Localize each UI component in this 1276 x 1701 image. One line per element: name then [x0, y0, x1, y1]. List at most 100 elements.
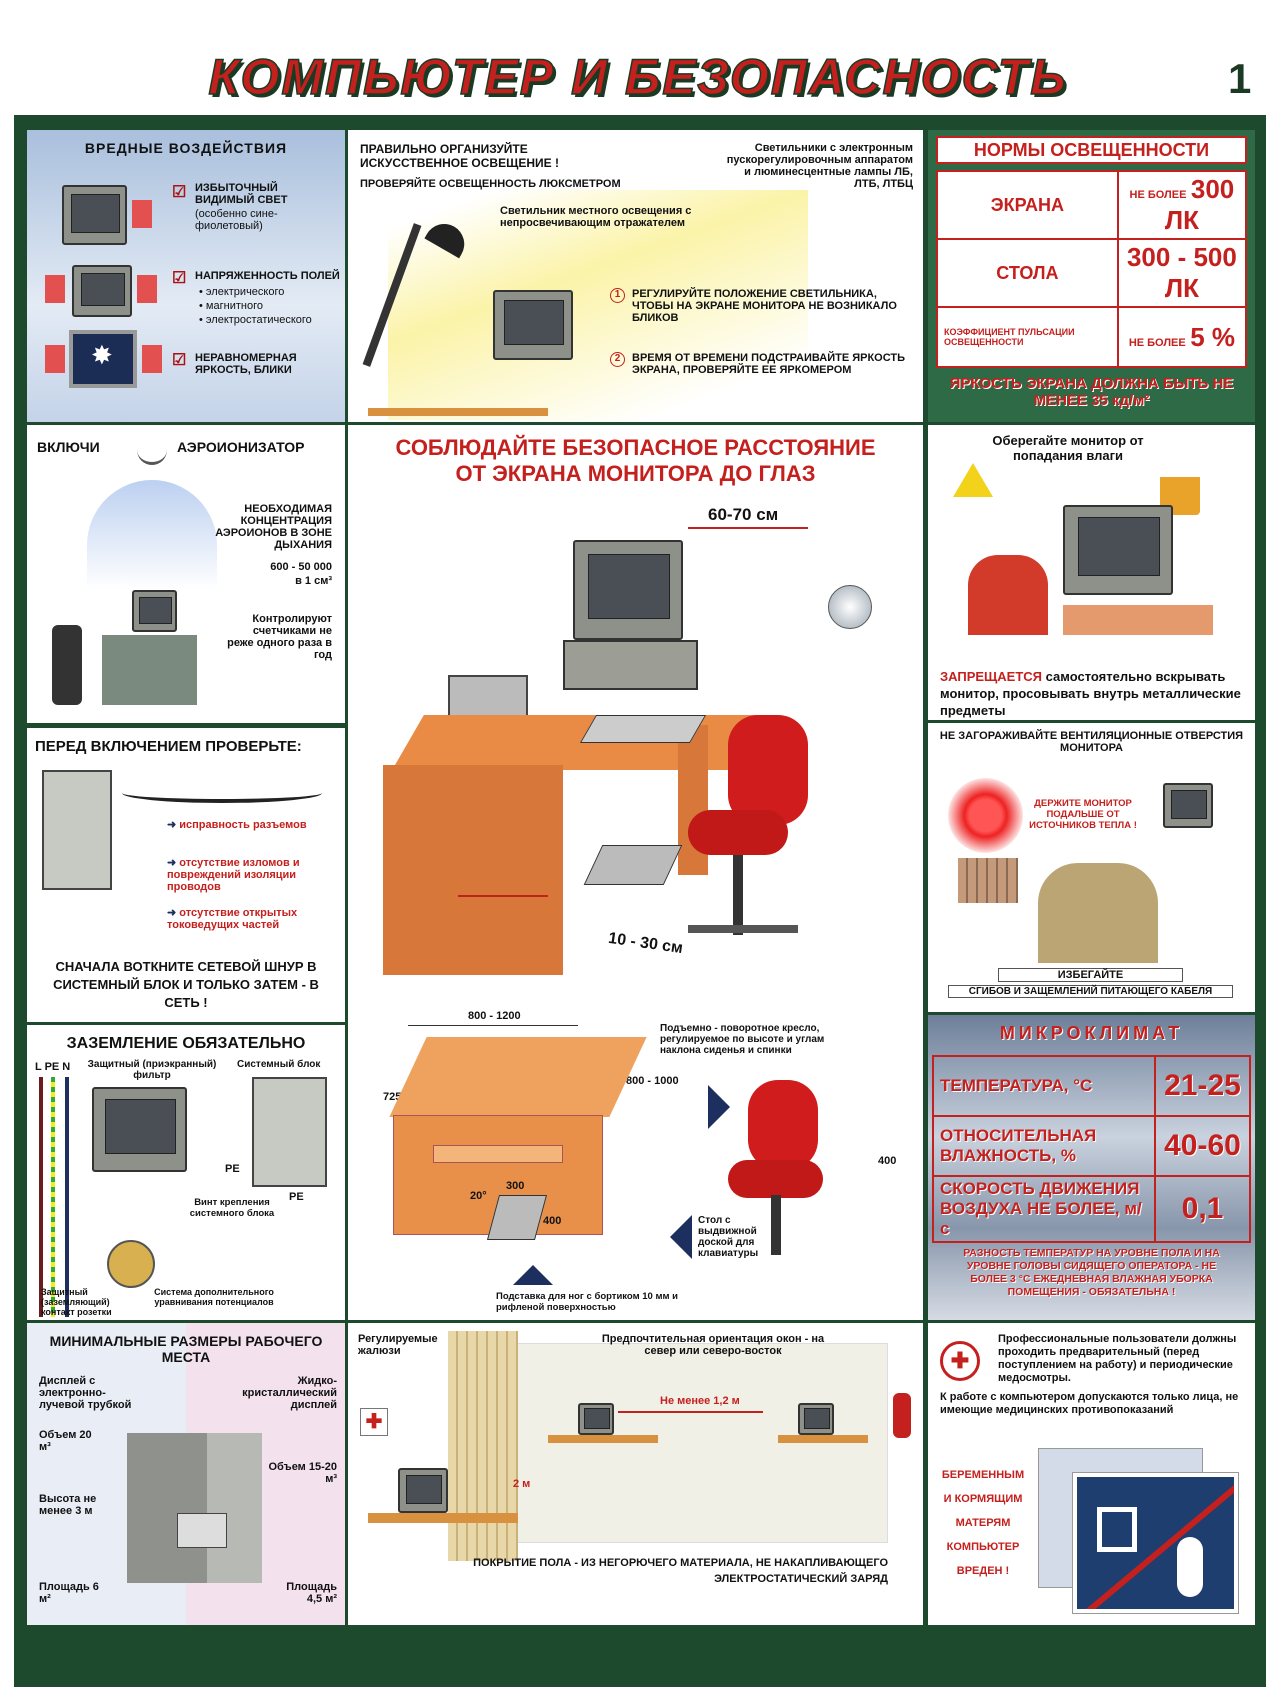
desk-top [392, 715, 764, 770]
ventilation-panel: НЕ ЗАГОРАЖИВАЙТЕ ВЕНТИЛЯЦИОННЫЕ ОТВЕРСТИ… [928, 723, 1255, 1012]
ionizer-icon [137, 435, 167, 465]
norm-label: СТОЛА [936, 238, 1119, 308]
harmful-item-2: НАПРЯЖЕННОСТЬ ПОЛЕЙ [195, 270, 340, 282]
norm-cell: НЕ БОЛЕЕ 5 % [1116, 306, 1248, 368]
medical-text-1: Профессиональные пользователи должны про… [998, 1333, 1237, 1384]
pointer-left-icon [670, 1215, 692, 1259]
desk-side [383, 765, 563, 975]
moisture-heading: Оберегайте монитор от попадания влаги [992, 433, 1144, 463]
room-wall-right [207, 1433, 262, 1583]
checkbox-icon: ☑ [172, 184, 187, 201]
gap2-label: 2 м [513, 1478, 531, 1490]
height-label: Высота не менее 3 м [39, 1493, 97, 1517]
climate-value: 40-60 [1154, 1115, 1251, 1177]
lighting-check: ПРОВЕРЯЙТЕ ОСВЕЩЕННОСТЬ ЛЮКСМЕТРОМ [360, 178, 621, 190]
arrow-icon: ➜ [167, 819, 177, 831]
gap-arrow [618, 1411, 763, 1413]
wire-pe [51, 1077, 55, 1317]
desk-depth-label: 800 - 1000 [626, 1075, 679, 1087]
pe-label: PE [225, 1163, 240, 1175]
arrow-right-icon [137, 275, 157, 303]
dimension-line [408, 1025, 578, 1026]
blinds-icon [448, 1331, 518, 1561]
bullet: магнитного [205, 300, 263, 312]
no-pregnant-sign-icon [1073, 1473, 1238, 1613]
climate-label: ТЕМПЕРАТУРА, °С [932, 1055, 1156, 1117]
monitor-icon [798, 1403, 834, 1435]
desk-icon [102, 635, 197, 705]
local-lamp-note: Светильник местного освещения с непросве… [500, 205, 692, 229]
chair-seat [688, 810, 788, 855]
safe-distance-panel: СОБЛЮДАЙТЕ БЕЗОПАСНОЕ РАССТОЯНИЕ ОТ ЭКРА… [348, 425, 923, 1320]
first-aid-icon: ✚ [360, 1408, 388, 1436]
heat-source-icon [948, 778, 1023, 853]
chair-sketch-back [748, 1080, 818, 1170]
check-footer: СНАЧАЛА ВОТКНИТЕ СЕТЕВОЙ ШНУР В СИСТЕМНЫ… [53, 959, 319, 1010]
vent-avoid-1: ИЗБЕГАЙТЕ [998, 968, 1183, 982]
pre-power-check-panel: ПЕРЕД ВКЛЮЧЕНИЕМ ПРОВЕРЬТЕ: ➜ исправност… [27, 728, 345, 1022]
pregnancy-warning: БЕРЕМЕННЫМ И КОРМЯЩИМ МАТЕРЯМ КОМПЬЮТЕР … [941, 1469, 1025, 1577]
screw-label: Винт крепления системного блока [189, 1197, 275, 1219]
workstation-icon [177, 1513, 227, 1548]
norm-label: КОЭФФИЦИЕНТ ПУЛЬСАЦИИ ОСВЕЩЕННОСТИ [936, 306, 1119, 368]
arrow-right-icon [142, 345, 162, 373]
room-layout-panel: Регулируемые жалюзи Предпочтительная ори… [348, 1323, 923, 1625]
moisture-panel: Оберегайте монитор от попадания влаги ЗА… [928, 425, 1255, 720]
monitor-icon [578, 1403, 614, 1435]
monitor-icon [72, 265, 132, 317]
norm-value: 300 ЛК [1164, 174, 1235, 235]
system-unit-icon [252, 1077, 327, 1187]
chair-base [688, 925, 798, 933]
ionizer-panel: ВКЛЮЧИ АЭРОИОНИЗАТОР НЕОБХОДИМАЯ КОНЦЕНТ… [27, 425, 345, 723]
gap-label: Не менее 1,2 м [660, 1395, 740, 1407]
workplace-heading: МИНИМАЛЬНЫЕ РАЗМЕРЫ РАБОЧЕГО МЕСТА [49, 1333, 323, 1365]
arrow-right-icon [132, 200, 152, 228]
forbidden-text: самостоятельно вскрывать монитор, просов… [940, 669, 1241, 718]
ionizer-label-right: АЭРОИОНИЗАТОР [177, 439, 305, 455]
norm-value: 300 - 500 ЛК [1116, 238, 1248, 308]
harmful-item-3: НЕРАВНОМЕРНАЯ ЯРКОСТЬ, БЛИКИ [195, 352, 297, 376]
system-unit-label: Системный блок [237, 1059, 321, 1070]
system-unit [563, 640, 698, 690]
monitor-icon [398, 1468, 448, 1513]
ionizer-control: Контролируют счетчиками не реже одного р… [227, 613, 332, 661]
norms-heading: НОРМЫ ОСВЕЩЕННОСТИ [936, 136, 1247, 164]
wire-n [65, 1077, 69, 1317]
climate-value: 21-25 [1154, 1055, 1251, 1117]
harmful-item-1-note: (особенно сине-фиолетовый) [195, 208, 278, 232]
bullet-row: • электрического [199, 286, 285, 298]
climate-label: СКОРОСТЬ ДВИЖЕНИЯ ВОЗДУХА НЕ БОЛЕЕ, м/с [932, 1175, 1156, 1243]
page-number: 1 [1228, 55, 1252, 102]
chair-sketch-stem [771, 1195, 781, 1255]
volume-lcd: Объем 15-20 м³ [268, 1461, 337, 1485]
footrest-angle-label: 20° [470, 1190, 487, 1202]
area-lcd: Площадь 4,5 м² [286, 1581, 337, 1605]
ionizer-unit: в 1 см³ [295, 575, 332, 587]
climate-value: 0,1 [1154, 1175, 1251, 1243]
power-cord-icon [122, 783, 322, 803]
ground-heading: ЗАЗЕМЛЕНИЕ ОБЯЗАТЕЛЬНО [66, 1035, 306, 1052]
room-back-wall [468, 1343, 888, 1543]
table-icon [1063, 605, 1213, 635]
pointer-right-icon [708, 1085, 730, 1129]
step-number: 1 [610, 288, 625, 303]
norm-label: ЭКРАНА [936, 170, 1119, 240]
windows-label: Предпочтительная ориентация окон - на се… [601, 1333, 825, 1357]
equalization-label: Система дополнительного уравнивания поте… [154, 1287, 274, 1307]
chair-back [728, 715, 808, 825]
grounding-panel: ЗАЗЕМЛЕНИЕ ОБЯЗАТЕЛЬНО L PE N Защитный (… [27, 1025, 345, 1320]
monitor-icon [573, 540, 683, 640]
lcd-label: Жидко-кристаллический дисплей [242, 1375, 337, 1411]
moisture-warning: ЗАПРЕЩАЕТСЯ самостоятельно вскрывать мон… [940, 668, 1245, 719]
footrest-depth-label: 400 [543, 1215, 562, 1227]
arrow-left-icon [45, 275, 65, 303]
socket-icon [107, 1240, 155, 1288]
check-item-2: ➜ отсутствие изломов и повреждений изоля… [167, 856, 337, 893]
chair-sketch-seat [728, 1160, 823, 1198]
medical-cross-icon: ✚ [940, 1341, 980, 1381]
climate-label: ОТНОСИТЕЛЬНАЯ ВЛАЖНОСТЬ, % [932, 1115, 1156, 1177]
desk-note: Стол с выдвижной доской для клавиатуры [698, 1215, 759, 1259]
monitor-icon [132, 590, 177, 632]
